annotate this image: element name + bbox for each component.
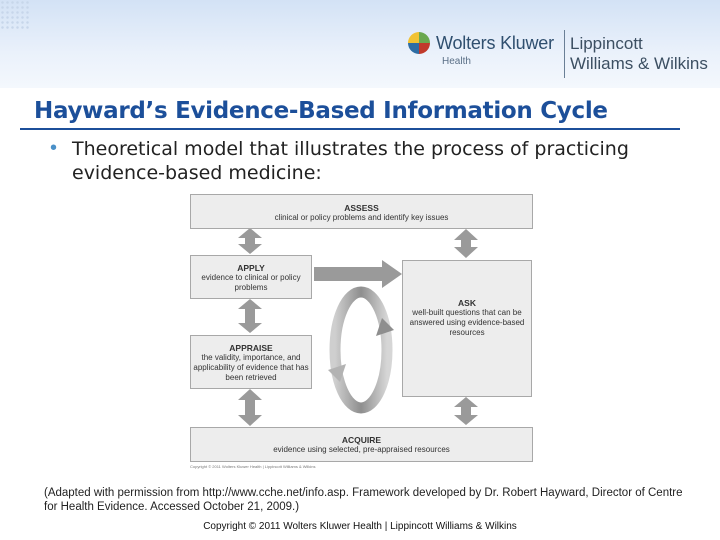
header-dot-pattern	[0, 0, 30, 30]
slide-title: Hayward’s Evidence-Based Information Cyc…	[34, 98, 608, 124]
information-cycle-diagram: ASSESS clinical or policy problems and i…	[186, 190, 538, 472]
appraise-box: APPRAISE the validity, importance, and a…	[190, 335, 312, 389]
figure-copyright: Copyright © 2011 Wolters Kluwer Health |…	[190, 464, 316, 469]
lippincott-logo-text: Lippincott Williams & Wilkins	[570, 34, 708, 74]
cycle-arrow-icon	[328, 286, 394, 414]
apply-text: evidence to clinical or policy problems	[201, 273, 301, 292]
bullet-text: Theoretical model that illustrates the p…	[72, 138, 629, 184]
ask-box: ASK well-built questions that can be ans…	[402, 260, 532, 397]
appraise-text: the validity, importance, and applicabil…	[193, 353, 309, 382]
acquire-box: ACQUIRE evidence using selected, pre-app…	[190, 427, 533, 462]
diagram-arrows	[238, 228, 478, 426]
assess-text: clinical or policy problems and identify…	[274, 213, 449, 222]
logo-sub-text: Health	[442, 56, 471, 67]
header-band: Wolters Kluwer Health Lippincott William…	[0, 0, 720, 88]
bullet-dot-icon: •	[50, 137, 58, 159]
arrow-assess-apply	[238, 228, 262, 254]
acquire-text: evidence using selected, pre-appraised r…	[273, 445, 450, 454]
arrow-appraise-acquire	[238, 389, 262, 426]
arrow-assess-ask	[454, 229, 478, 258]
arrow-apply-to-ask	[314, 260, 402, 288]
logo-main-text: Wolters Kluwer	[436, 33, 554, 53]
slide-footer: Copyright © 2011 Wolters Kluwer Health |…	[203, 521, 517, 532]
acquire-heading: ACQUIRE	[341, 435, 382, 445]
ask-heading: ASK	[458, 298, 476, 308]
figure-caption: (Adapted with permission from http://www…	[44, 487, 683, 513]
logo-divider	[564, 30, 565, 78]
assess-heading: ASSESS	[344, 203, 379, 213]
apply-box: APPLY evidence to clinical or policy pro…	[190, 255, 312, 299]
ask-text: well-built questions that can be answere…	[409, 308, 525, 337]
arrow-ask-acquire	[454, 397, 478, 425]
wolters-kluwer-logo-icon	[408, 32, 430, 54]
appraise-heading: APPRAISE	[229, 343, 273, 353]
logo-right-line1: Lippincott	[570, 34, 643, 53]
title-rule	[20, 128, 680, 130]
assess-box: ASSESS clinical or policy problems and i…	[190, 194, 533, 229]
arrow-apply-appraise	[238, 299, 262, 333]
publisher-logo: Wolters Kluwer Health Lippincott William…	[408, 30, 720, 80]
logo-right-line2: Williams & Wilkins	[570, 54, 708, 73]
apply-heading: APPLY	[237, 263, 265, 273]
